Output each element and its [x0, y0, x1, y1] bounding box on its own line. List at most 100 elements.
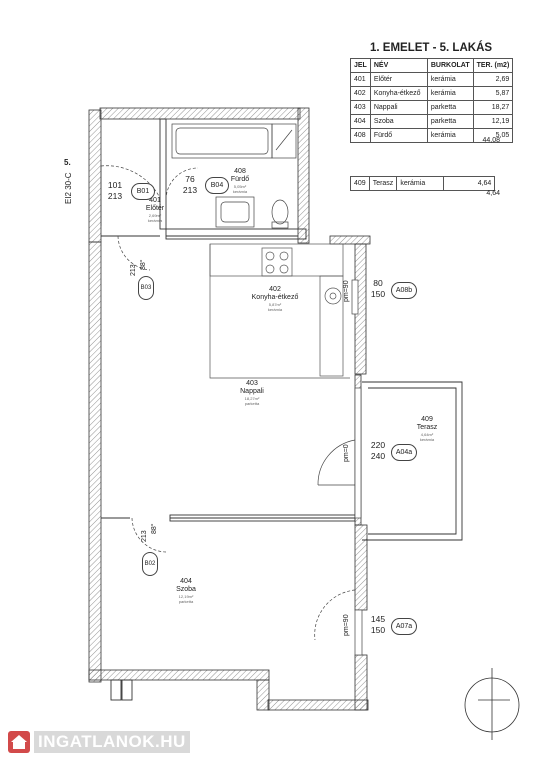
cell-jel: 408 [350, 128, 371, 143]
door-swings [100, 165, 356, 641]
room-label-401: 401 Előtér 2,69m² kerámia [130, 197, 180, 223]
cell-ter: 2,69 [472, 72, 514, 87]
room-number: 402 [269, 286, 281, 293]
legend-row: 408 Fürdő kerámia 5,05 [350, 128, 514, 143]
room-area: 2,69m² [148, 213, 162, 218]
legend-row: 402 Konyha-étkező kerámia 5,87 [350, 86, 514, 101]
room-name: Fürdő [230, 176, 250, 183]
cell-jel: 402 [350, 86, 371, 101]
terrace-table: 409 Terasz kerámia 4,64 [350, 176, 496, 191]
cell-jel: 401 [350, 72, 371, 87]
room-number: 408 [234, 168, 246, 175]
window-height: 150 [370, 625, 386, 635]
room-number: 409 [421, 416, 433, 423]
room-floor: kerámia [419, 437, 435, 442]
door-tag-b02: B02 [142, 552, 158, 576]
bathroom-fixtures [171, 123, 297, 229]
room-name: Előtér [145, 205, 165, 212]
cell-nev: Konyha-étkező [369, 86, 428, 101]
door-b01-dims: 101 213 [103, 180, 127, 202]
room-area: 4,64m² [420, 432, 434, 437]
door-width: 88° [140, 259, 147, 270]
col-burkolat: BURKOLAT [426, 58, 474, 73]
door-width: 76 [185, 174, 195, 184]
terrace-total: 4,64 [486, 190, 500, 197]
house-logo-icon [8, 731, 30, 753]
door-height: 213 [107, 191, 123, 201]
window-a08b-sill: pm=90 [343, 280, 350, 302]
entrance-number: 5. [64, 158, 71, 167]
room-number: 403 [246, 380, 258, 387]
room-floor: kerámia [147, 218, 163, 223]
room-label-403: 403 Nappali 18,27m² parketta [227, 380, 277, 406]
room-floor: kerámia [267, 307, 283, 312]
room-area: 12,19m² [178, 594, 194, 599]
window-a04a-sill: pm=0 [343, 444, 350, 462]
col-ter: TER. (m2) [472, 58, 514, 73]
kitchen-counter [209, 243, 350, 379]
door-height: 213 [130, 264, 137, 276]
room-label-409: 409 Terasz 4,64m² kerámia [402, 416, 452, 442]
door-height: 213 [182, 185, 198, 195]
door-tag-b03: B03 [138, 276, 154, 300]
col-nev: NÉV [369, 58, 428, 73]
cell-burkolat: kerámia [426, 72, 474, 87]
cell-burkolat: kerámia [396, 176, 445, 191]
window-width: 145 [370, 614, 386, 624]
room-number: 401 [149, 197, 161, 204]
cell-ter: 5,05 [472, 128, 514, 143]
cell-nev: Fürdő [369, 128, 428, 143]
window-tag-a07a: A07a [391, 618, 417, 635]
window-marks [351, 279, 363, 656]
cell-jel: 409 [350, 176, 370, 191]
door-height: 213 [141, 530, 148, 542]
window-tag-a04a: A04a [391, 444, 417, 461]
legend-row: 401 Előtér kerámia 2,69 [350, 72, 514, 87]
room-floor: parketta [178, 599, 194, 604]
room-label-408: 408 Fürdő 5,05m² kerámia [215, 168, 265, 194]
cell-nev: Terasz [368, 176, 398, 191]
watermark: INGATLANOK.HU [8, 728, 190, 756]
room-area: 5,05m² [233, 184, 247, 189]
interior-walls [101, 118, 356, 701]
window-a07a-sill: pm=90 [343, 614, 350, 636]
window-a08b-dims: 80 150 [366, 278, 390, 300]
legend-total: 44,08 [482, 137, 500, 144]
room-area: 18,27m² [244, 396, 260, 401]
cell-ter: 12,19 [472, 114, 514, 129]
room-label-402: 402 Konyha-étkező 5,87m² kerámia [240, 286, 310, 312]
cell-nev: Nappali [369, 100, 428, 115]
room-number: 404 [180, 578, 192, 585]
cell-ter: 5,87 [472, 86, 514, 101]
terrace-row: 409 Terasz kerámia 4,64 [350, 176, 496, 191]
col-jel: JEL [350, 58, 371, 73]
cell-burkolat: kerámia [426, 86, 474, 101]
cell-jel: 404 [350, 114, 371, 129]
door-width: 101 [107, 180, 123, 190]
room-name: Konyha-étkező [251, 294, 299, 301]
cell-ter: 18,27 [472, 100, 514, 115]
room-name: Szoba [176, 586, 196, 593]
cell-ter: 4,64 [443, 176, 496, 191]
entrance-fire-rating: EI2 30-C [64, 172, 73, 204]
apartment-title: 1. EMELET - 5. LAKÁS [370, 42, 493, 54]
window-a07a-dims: 145 150 [366, 614, 390, 636]
cell-burkolat: kerámia [426, 128, 474, 143]
window-width: 80 [373, 278, 383, 288]
door-tag-b04: B04 [205, 177, 229, 194]
room-area: 5,87m² [268, 302, 282, 307]
room-floor: parketta [244, 401, 260, 406]
cell-nev: Szoba [369, 114, 428, 129]
compass-symbol [464, 668, 520, 740]
door-tag-b01: B01 [131, 183, 155, 200]
door-b04-dims: 76 213 [178, 174, 202, 196]
legend-row: 404 Szoba parketta 12,19 [350, 114, 514, 129]
window-height: 240 [370, 451, 386, 461]
cell-burkolat: parketta [426, 100, 474, 115]
watermark-text: INGATLANOK.HU [34, 731, 190, 753]
room-legend-table: JEL NÉV BURKOLAT TER. (m2) 401 Előtér ke… [350, 58, 514, 143]
room-floor: kerámia [232, 189, 248, 194]
room-label-404: 404 Szoba 12,19m² parketta [161, 578, 211, 604]
door-width: 88° [151, 523, 158, 534]
legend-row: 403 Nappali parketta 18,27 [350, 100, 514, 115]
